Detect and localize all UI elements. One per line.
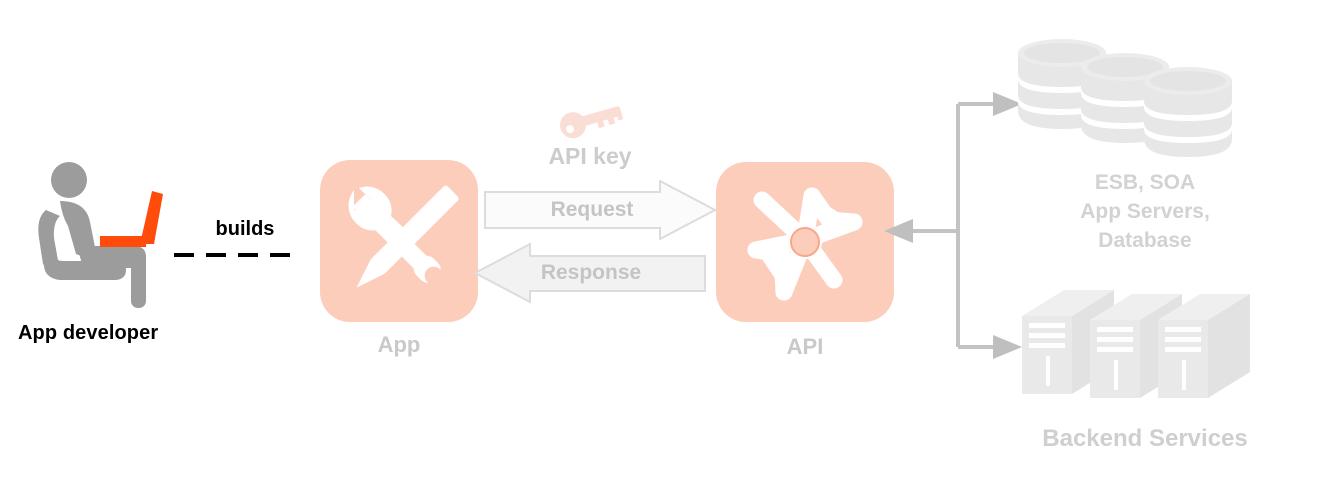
wrench-pencil-icon	[348, 185, 459, 288]
app-node-label: App	[377, 332, 421, 357]
backend-services-label: Backend Services	[1042, 425, 1248, 452]
app-node[interactable]	[320, 160, 478, 322]
arrow-right-icon	[993, 92, 1022, 116]
response-flow-arrow	[472, 242, 706, 304]
arrow-left-icon	[884, 219, 913, 243]
api-node[interactable]	[716, 162, 894, 322]
app-developer-icon	[30, 160, 190, 310]
esb-label-line-3: Database	[1098, 229, 1192, 252]
api-key-label: API key	[548, 143, 632, 169]
backend-connector-lines	[880, 85, 1030, 370]
app-developer-label: App developer	[18, 322, 159, 344]
database-stack-icon	[1018, 35, 1263, 160]
arrow-right-icon	[993, 335, 1022, 359]
esb-label-line-1: ESB, SOA	[1094, 171, 1196, 194]
server-rack-icon	[1022, 280, 1262, 398]
key-icon	[556, 98, 626, 140]
builds-dashed-line	[172, 245, 302, 257]
api-node-label: API	[786, 334, 824, 359]
api-hub-star-icon	[747, 187, 863, 301]
request-flow-arrow	[484, 179, 718, 241]
esb-soa-database-label: ESB, SOA App Servers, Database	[1020, 168, 1270, 255]
builds-relation-label: builds	[215, 218, 275, 240]
esb-label-line-2: App Servers,	[1080, 200, 1210, 223]
